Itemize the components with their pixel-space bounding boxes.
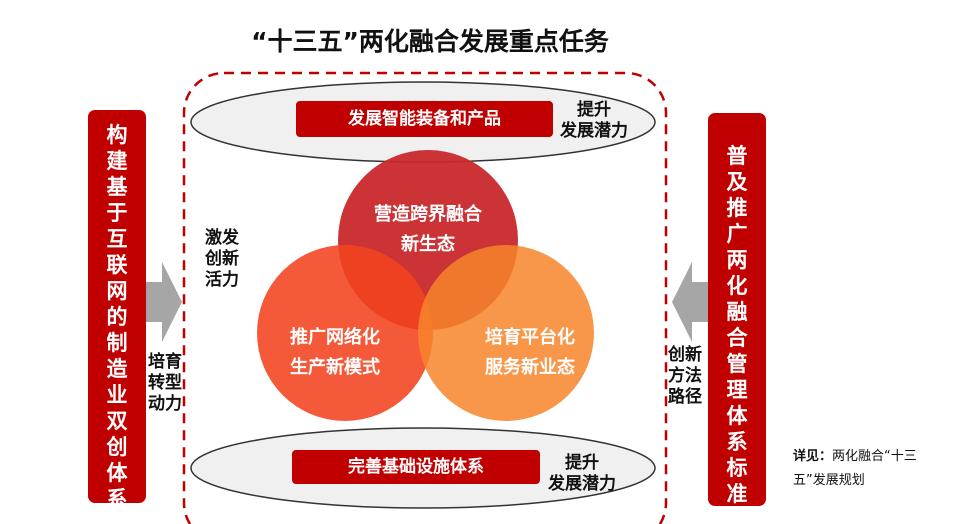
note-text: 两化融合“十三五”发展规划 — [793, 449, 917, 488]
left-arrow-label: 培育 转型 动力 — [148, 352, 182, 414]
right-arrow-icon — [672, 262, 708, 342]
circle-left — [257, 245, 433, 421]
left-arrow-icon — [146, 262, 182, 342]
page-title: “十三五”两化融合发展重点任务 — [251, 27, 609, 56]
circle-left-label: 推广网络化 生产新模式 — [290, 327, 380, 378]
activate-label: 激发 创新 活力 — [205, 228, 239, 290]
top-side-label: 提升 发展潜力 — [560, 100, 628, 141]
note-prefix: 详见： — [793, 449, 833, 464]
bottom-side-label: 提升 发展潜力 — [548, 453, 616, 494]
right-arrow-label: 创新 方法 路径 — [668, 345, 702, 407]
right-vertical-bar: 普及推广两化融合管理体系标准 — [708, 113, 766, 506]
circle-right — [418, 245, 594, 421]
circle-top-label: 营造跨界融合 新生态 — [374, 204, 482, 255]
source-note: 详见：两化融合“十三五”发展规划 — [793, 445, 943, 493]
top-task-box: 发展智能装备和产品 — [296, 101, 553, 137]
left-vertical-bar: 构建基于互联网的制造业双创体系 — [88, 110, 146, 511]
circle-right-label: 培育平台化 服务新业态 — [485, 327, 575, 378]
bottom-task-box: 完善基础设施体系 — [292, 450, 540, 484]
